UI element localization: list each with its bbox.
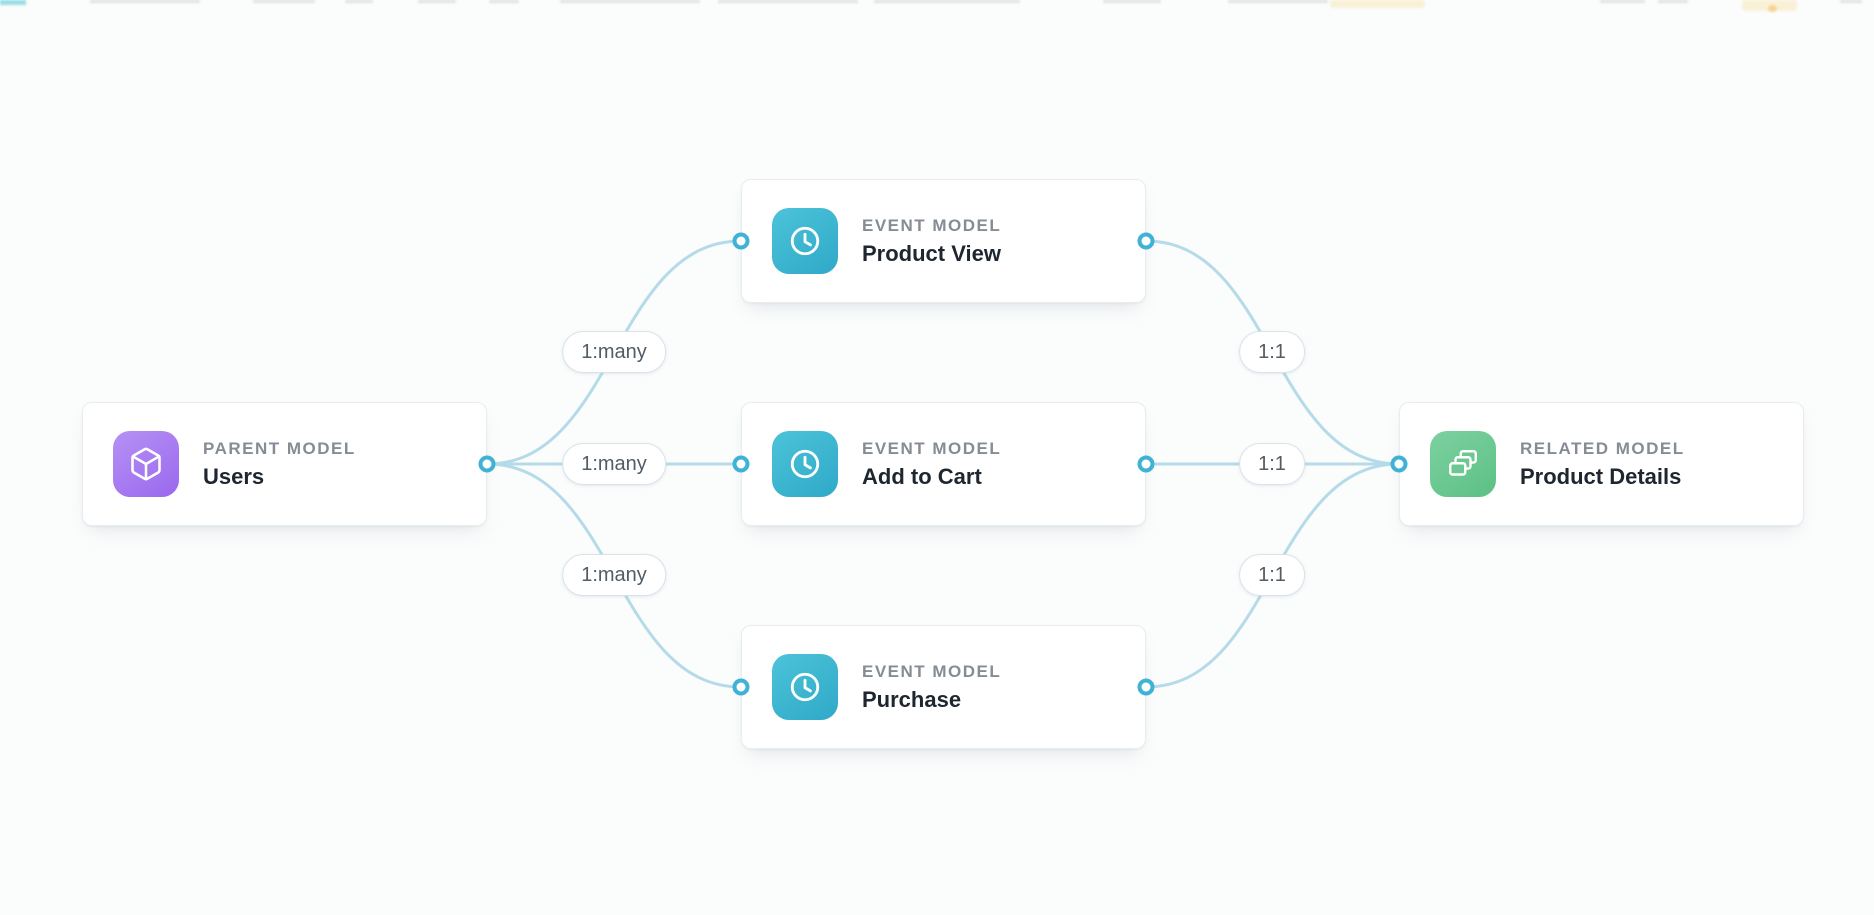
card-text: RELATED MODEL Product Details [1520,439,1685,490]
edge-label-1many-middle: 1:many [562,443,666,485]
edge-label-1many-bottom: 1:many [562,554,666,596]
handle-product-view-out[interactable] [1137,232,1155,250]
parent-model-card-users[interactable]: PARENT MODEL Users [82,402,487,526]
card-text: EVENT MODEL Add to Cart [862,439,1001,490]
handle-add-to-cart-out[interactable] [1137,455,1155,473]
cube-icon [113,431,179,497]
event-model-card-purchase[interactable]: EVENT MODEL Purchase [741,625,1146,749]
handle-users-out[interactable] [478,455,496,473]
card-title: Users [203,463,265,489]
event-model-card-add-to-cart[interactable]: EVENT MODEL Add to Cart [741,402,1146,526]
edge-label-1many-top: 1:many [562,331,666,373]
stack-icon [1430,431,1496,497]
card-title: Add to Cart [862,463,982,489]
handle-product-view-in[interactable] [732,232,750,250]
card-title: Purchase [862,686,962,712]
card-title: Product View [862,240,1001,266]
edge-label-1-1-middle: 1:1 [1239,443,1305,485]
handle-purchase-out[interactable] [1137,678,1155,696]
clock-icon [772,431,838,497]
card-title: Product Details [1520,463,1682,489]
card-type-label: EVENT MODEL [862,661,1002,681]
edge-label-1-1-bottom: 1:1 [1239,554,1305,596]
handle-purchase-in[interactable] [732,678,750,696]
card-type-label: PARENT MODEL [203,438,356,458]
event-model-card-product-view[interactable]: EVENT MODEL Product View [741,179,1146,303]
related-model-card-product-details[interactable]: RELATED MODEL Product Details [1399,402,1804,526]
card-text: PARENT MODEL Users [203,439,356,490]
card-type-label: RELATED MODEL [1520,438,1685,458]
card-text: EVENT MODEL Product View [862,216,1001,267]
clock-icon [772,654,838,720]
edge-label-1-1-top: 1:1 [1239,331,1305,373]
card-text: EVENT MODEL Purchase [862,662,1001,713]
clock-icon [772,208,838,274]
card-type-label: EVENT MODEL [862,438,1002,458]
card-type-label: EVENT MODEL [862,215,1002,235]
handle-product-details-in[interactable] [1390,455,1408,473]
handle-add-to-cart-in[interactable] [732,455,750,473]
